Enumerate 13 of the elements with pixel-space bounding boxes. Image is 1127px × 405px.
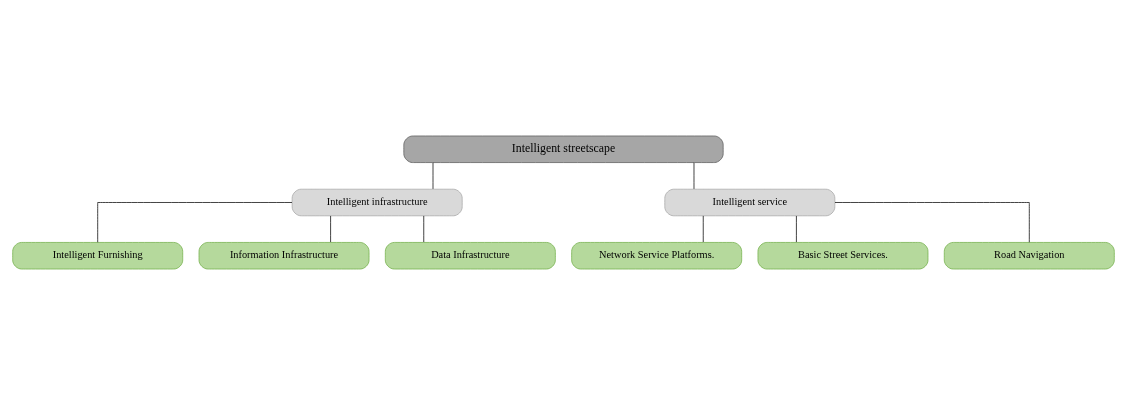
node-box: Information Infrastructure	[198, 242, 370, 270]
node-box: Road Navigation	[943, 242, 1115, 270]
connector	[796, 215, 797, 243]
node-box: Intelligent infrastructure	[291, 188, 463, 217]
node-box: Intelligent Furnishing	[12, 242, 184, 270]
connector	[97, 202, 293, 243]
node-box: Basic Street Services.	[757, 242, 929, 270]
connector	[330, 215, 331, 243]
connector	[834, 202, 1030, 243]
node-box: Network Service Platforms.	[571, 242, 743, 270]
node-box: Intelligent streetscape	[403, 135, 724, 163]
node-box: Data Infrastructure	[384, 242, 556, 270]
node-box: Intelligent service	[664, 188, 836, 217]
